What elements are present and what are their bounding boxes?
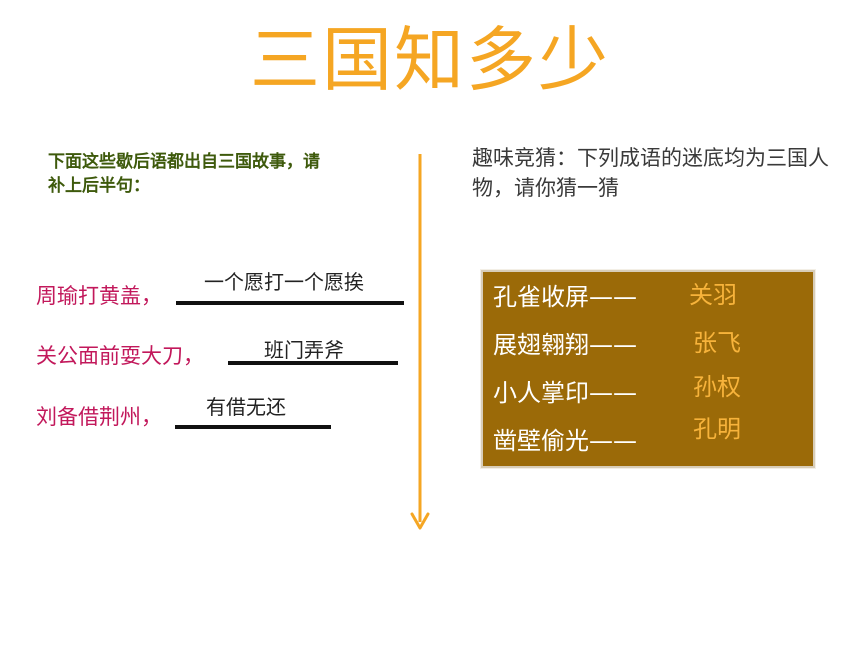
arrow-head: [410, 512, 430, 530]
slide-title: 三国知多少: [250, 19, 610, 101]
idiom-1: 孔雀收屏——: [493, 283, 637, 311]
saying-answer-2: 班门弄斧: [264, 338, 344, 362]
saying-blank-line-3: [175, 425, 331, 429]
saying-answer-1: 一个愿打一个愿挨: [204, 270, 364, 294]
idiom-4: 凿壁偷光——: [493, 427, 637, 455]
right-intro-text: 趣味竞猜：下列成语的迷底均为三国人物，请你猜一猜: [472, 146, 829, 200]
saying-phrase-2: 关公面前耍大刀，: [36, 344, 204, 368]
down-arrow-icon: [410, 154, 430, 530]
saying-blank-line-2: [228, 361, 398, 365]
idiom-3: 小人掌印——: [493, 379, 637, 407]
idiom-answer-2: 张飞: [693, 329, 741, 357]
saying-blank-line-1: [176, 301, 404, 305]
saying-phrase-1: 周瑜打黄盖，: [36, 284, 162, 308]
idiom-2: 展翅翱翔——: [493, 331, 637, 359]
idiom-answer-1: 关羽: [689, 281, 737, 309]
saying-answer-3: 有借无还: [206, 395, 286, 419]
saying-phrase-3: 刘备借荆州，: [36, 405, 162, 429]
left-intro-text: 下面这些歇后语都出自三国故事，请补上后半句：: [48, 152, 320, 196]
idiom-guess-box: 孔雀收屏—— 关羽 展翅翱翔—— 张飞 小人掌印—— 孙权 凿壁偷光—— 孔明: [481, 270, 815, 468]
idiom-answer-4: 孔明: [693, 415, 741, 443]
idiom-answer-3: 孙权: [693, 373, 741, 401]
